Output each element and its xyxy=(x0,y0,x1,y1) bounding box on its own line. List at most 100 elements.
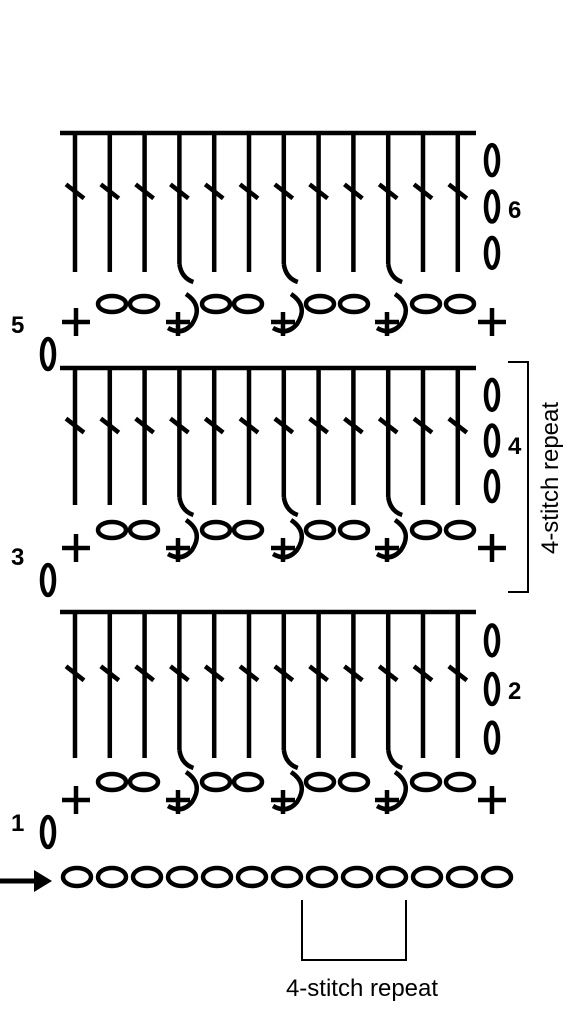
dc-slash xyxy=(308,182,329,201)
chain-oval xyxy=(443,771,477,793)
dc-slash xyxy=(308,416,329,435)
chain-oval xyxy=(303,519,337,541)
dc-slash xyxy=(343,182,364,201)
dc-slash xyxy=(377,182,399,201)
post-stitch-hook-icon xyxy=(271,518,305,560)
stitch-symbols xyxy=(39,130,514,889)
turning-chain-oval xyxy=(483,142,501,178)
front-post-hook-icon xyxy=(385,263,404,285)
post-stitch-hook-icon xyxy=(166,518,200,560)
dc-slash xyxy=(447,664,469,683)
dc-slash xyxy=(238,416,260,435)
chain-oval xyxy=(95,771,129,793)
chain-oval xyxy=(199,771,233,793)
chain-oval xyxy=(127,771,161,793)
foundation-chain-oval xyxy=(95,865,129,889)
chain-oval xyxy=(337,293,371,315)
dc-slash xyxy=(99,416,121,435)
chain-oval xyxy=(443,519,477,541)
chain-oval xyxy=(231,519,265,541)
front-post-hook-icon xyxy=(281,496,299,518)
dc-slash xyxy=(308,664,329,683)
chain-oval xyxy=(95,519,129,541)
dc-slash xyxy=(64,182,86,201)
dc-slash xyxy=(134,416,155,435)
dc-slash xyxy=(238,182,260,201)
chain-oval xyxy=(127,519,161,541)
chain-oval xyxy=(409,519,443,541)
turning-chain-oval xyxy=(39,336,57,372)
chain-oval xyxy=(231,293,265,315)
repeat-label-side: 4-stitch repeat xyxy=(537,402,564,554)
front-post-hook-icon xyxy=(281,263,299,285)
dc-slash xyxy=(169,182,190,201)
turning-chain-oval xyxy=(483,423,501,458)
start-arrow-icon xyxy=(0,870,52,892)
row-number-6: 6 xyxy=(508,197,521,224)
chain-oval xyxy=(337,771,371,793)
post-stitch-hook-icon xyxy=(375,770,409,812)
foundation-chain-oval xyxy=(480,865,514,889)
chain-oval xyxy=(231,771,265,793)
turning-chain-oval xyxy=(39,814,57,850)
repeat-bracket-side xyxy=(508,361,529,593)
chain-oval xyxy=(409,293,443,315)
turning-chain-oval xyxy=(483,720,501,755)
dc-slash xyxy=(343,664,364,683)
foundation-chain-oval xyxy=(235,865,269,889)
dc-slash xyxy=(412,416,434,435)
chain-oval xyxy=(303,293,337,315)
post-stitch-hook-icon xyxy=(271,292,305,334)
foundation-chain-oval xyxy=(445,865,479,889)
dc-slash xyxy=(169,416,190,435)
turning-chain-oval xyxy=(483,671,501,707)
dc-slash xyxy=(64,416,86,435)
dc-slash xyxy=(203,182,225,201)
front-post-hook-icon xyxy=(177,749,195,771)
front-post-hook-icon xyxy=(281,749,299,771)
repeat-label-bottom: 4-stitch repeat xyxy=(286,975,438,1002)
dc-slash xyxy=(203,664,225,683)
foundation-chain-oval xyxy=(130,865,164,889)
dc-slash xyxy=(377,416,399,435)
front-post-hook-icon xyxy=(177,263,195,285)
dc-slash xyxy=(64,664,86,683)
post-stitch-hook-icon xyxy=(166,770,200,812)
dc-slash xyxy=(99,182,121,201)
dc-slash xyxy=(273,182,295,201)
post-stitch-hook-icon xyxy=(375,292,409,334)
chain-oval xyxy=(337,519,371,541)
post-stitch-hook-icon xyxy=(166,292,200,334)
dc-slash xyxy=(134,664,155,683)
foundation-chain-oval xyxy=(200,865,234,889)
chain-oval xyxy=(409,771,443,793)
chain-oval xyxy=(199,519,233,541)
turning-chain-oval xyxy=(483,468,501,504)
chain-oval xyxy=(95,293,129,315)
turning-chain-oval xyxy=(483,189,501,224)
turning-chain-oval xyxy=(483,623,501,658)
dc-slash xyxy=(412,664,434,683)
foundation-chain-oval xyxy=(165,865,199,889)
foundation-chain-oval xyxy=(305,865,339,889)
dc-slash xyxy=(134,182,155,201)
dc-slash xyxy=(203,416,225,435)
dc-slash xyxy=(169,664,190,683)
post-stitch-hook-icon xyxy=(375,518,409,560)
foundation-chain-oval xyxy=(410,865,444,889)
foundation-chain-oval xyxy=(60,865,94,889)
row-number-4: 4 xyxy=(508,433,522,460)
row-number-5: 5 xyxy=(11,312,24,339)
foundation-chain-oval xyxy=(375,865,409,889)
dc-slash xyxy=(447,182,469,201)
row-number-3: 3 xyxy=(11,544,24,571)
turning-chain-oval xyxy=(483,235,501,271)
turning-chain-oval xyxy=(483,377,501,413)
front-post-hook-icon xyxy=(385,749,404,771)
turning-chain-oval xyxy=(39,562,57,598)
row-number-2: 2 xyxy=(508,678,521,705)
dc-slash xyxy=(343,416,364,435)
dc-slash xyxy=(273,416,295,435)
post-stitch-hook-icon xyxy=(271,770,305,812)
chain-oval xyxy=(443,293,477,315)
